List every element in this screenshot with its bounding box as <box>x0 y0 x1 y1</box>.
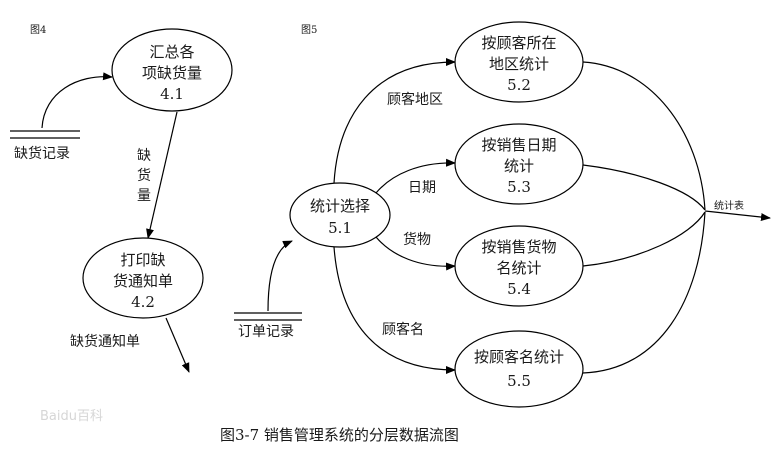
process-4-1: 汇总各 项缺货量 4.1 <box>111 28 233 112</box>
flow-store-to-4-1 <box>41 72 113 129</box>
process-5-5-number: 5.5 <box>507 372 531 390</box>
flow-label-char1: 缺 <box>137 148 151 164</box>
store-order-label: 订单记录 <box>238 324 294 340</box>
flow-5-5-to-output <box>582 211 706 374</box>
flow-goods-label: 货物 <box>403 231 431 248</box>
process-5-1-line1: 统计选择 <box>310 197 370 215</box>
process-4-2-line1: 打印缺 <box>120 251 165 269</box>
process-4-1-number: 4.1 <box>160 85 184 103</box>
process-4-2-number: 4.2 <box>131 293 155 311</box>
process-5-5: 按顾客名统计 5.5 <box>454 330 584 408</box>
process-5-3: 按销售日期 统计 5.3 <box>454 123 584 205</box>
process-4-1-line1: 汇总各 <box>149 43 194 61</box>
baidu-watermark: Baidu百科 <box>40 409 103 424</box>
store-shortage-record: 缺货记录 <box>10 130 80 162</box>
flow-5-2-to-output <box>582 61 706 211</box>
flow-output-arrow <box>704 210 771 222</box>
fig4-label: 图4 <box>30 24 46 36</box>
output-shortage-notice-label: 缺货通知单 <box>70 333 140 350</box>
process-5-3-number: 5.3 <box>507 178 531 196</box>
flow-5-1-to-5-2 <box>333 58 456 184</box>
process-5-2-line1: 按顾客所在 <box>481 34 556 52</box>
flow-5-1-to-5-5 <box>333 246 456 374</box>
figure-caption: 图3-7 销售管理系统的分层数据流图 <box>220 426 459 444</box>
process-5-2: 按顾客所在 地区统计 5.2 <box>454 21 584 103</box>
process-5-4-number: 5.4 <box>507 280 531 298</box>
flow-5-4-to-output <box>582 211 706 267</box>
process-4-1-line2: 项缺货量 <box>142 64 202 82</box>
flow-4-2-output <box>165 317 190 373</box>
flow-region-label: 顾客地区 <box>387 91 443 108</box>
process-5-3-line1: 按销售日期 <box>481 136 556 154</box>
process-5-5-line1: 按顾客名统计 <box>474 348 564 366</box>
process-4-2: 打印缺 货通知单 4.2 <box>82 237 204 319</box>
flow-label-char2: 货 <box>137 167 151 184</box>
process-5-2-line2: 地区统计 <box>489 55 549 73</box>
process-5-4-line2: 名统计 <box>496 259 541 277</box>
flow-name-label: 顾客名 <box>382 321 424 338</box>
flow-5-1-to-5-4 <box>375 236 456 271</box>
process-5-2-number: 5.2 <box>507 76 531 94</box>
process-5-1-number: 5.1 <box>328 219 352 237</box>
process-5-3-line2: 统计 <box>504 157 534 175</box>
flow-label-char3: 量 <box>137 188 151 204</box>
flow-shortage-qty-label: 缺 货 量 <box>137 148 151 204</box>
store-order-record: 订单记录 <box>234 312 302 340</box>
flow-5-1-to-5-3 <box>375 158 456 194</box>
flow-date-label: 日期 <box>408 180 436 196</box>
flow-4-1-to-4-2 <box>146 111 178 239</box>
flow-store-to-5-1 <box>267 240 293 312</box>
process-5-1: 统计选择 5.1 <box>289 182 391 248</box>
fig5-label: 图5 <box>301 24 317 36</box>
output-stats-table-label: 统计表 <box>714 199 744 212</box>
store-shortage-label: 缺货记录 <box>14 145 70 162</box>
process-4-2-line2: 货通知单 <box>113 272 173 290</box>
flow-5-3-to-output <box>582 164 706 211</box>
process-5-4: 按销售货物 名统计 5.4 <box>454 225 584 307</box>
process-5-4-line1: 按销售货物 <box>481 238 556 256</box>
